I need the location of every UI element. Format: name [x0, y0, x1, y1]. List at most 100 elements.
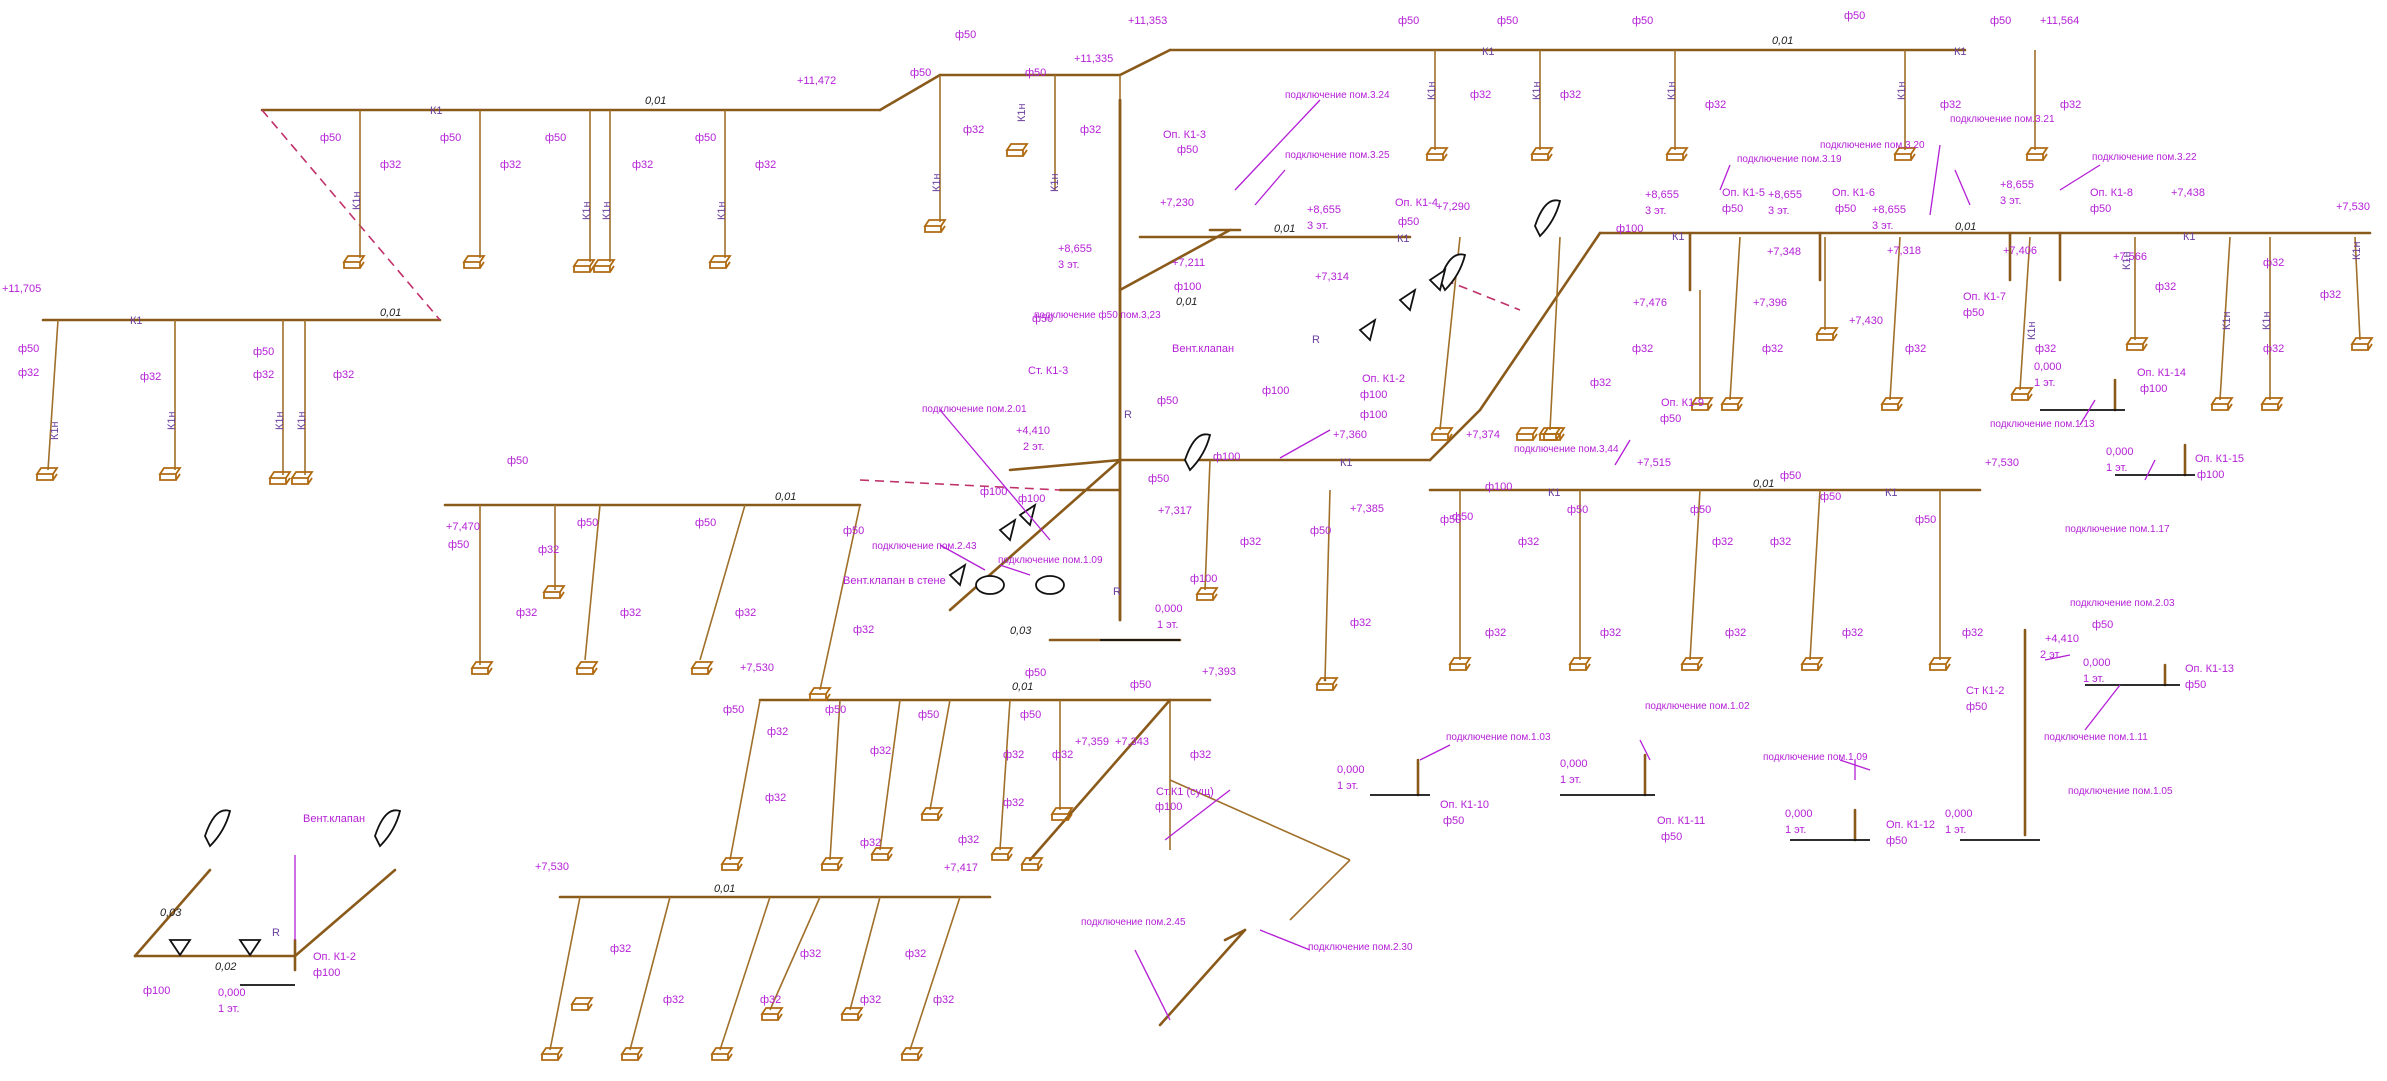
- diameter-label: ф50: [1025, 667, 1046, 679]
- pipe-code: К1н: [581, 201, 593, 220]
- riser-label: Оп. К1-6: [1832, 187, 1875, 199]
- slope-label: 0,01: [714, 883, 735, 895]
- floor-label: 1 эт.: [1785, 824, 1806, 836]
- diameter-label: ф32: [767, 726, 788, 738]
- pipe-code: К1н: [1426, 81, 1438, 100]
- pipe-code: К1н: [49, 421, 61, 440]
- diameter-label: ф100: [1262, 385, 1289, 397]
- diameter-label: ф50: [695, 517, 716, 529]
- diameter-label: ф50: [1660, 413, 1681, 425]
- pipe-code: К1н: [2221, 311, 2233, 330]
- diameter-label: ф100: [1360, 409, 1387, 421]
- elevation-label: +7,566: [2113, 251, 2147, 263]
- elevation-label: +7,359: [1075, 736, 1109, 748]
- main-pipe-left-mid: [443, 503, 862, 691]
- diameter-label: ф50: [440, 132, 461, 144]
- diameter-label: ф50: [1690, 504, 1711, 516]
- elevation-label: +7,530: [535, 861, 569, 873]
- elevation-label: 0,000: [2034, 361, 2062, 373]
- diameter-label: ф32: [1518, 536, 1539, 548]
- pipe-code: К1н: [1531, 81, 1543, 100]
- floor-label: 1 эт.: [1157, 619, 1178, 631]
- annotation-labels: +11,705 +11,472 +11,353 +11,335 +11,564 …: [2, 10, 2370, 1015]
- connection-label: подключение пом.1.05: [2068, 786, 2173, 797]
- diameter-label: ф32: [1190, 749, 1211, 761]
- elevation-label: 0,000: [1945, 808, 1973, 820]
- connection-label: подключение пом.2.03: [2070, 598, 2175, 609]
- elevation-label: +7,374: [1466, 429, 1500, 441]
- diameter-label: ф32: [2320, 289, 2341, 301]
- slope-label: 0,01: [1176, 296, 1197, 308]
- elevation-label: +11,335: [1074, 53, 1113, 65]
- diameter-label: ф50: [2185, 679, 2206, 691]
- diameter-label: ф50: [910, 67, 931, 79]
- vent-label: Вент.клапан: [1172, 343, 1234, 355]
- connection-label: подключение пом.2.45: [1081, 917, 1186, 928]
- diameter-label: ф32: [516, 607, 537, 619]
- diameter-label: ф50: [1148, 473, 1169, 485]
- diameter-label: ф50: [1157, 395, 1178, 407]
- diameter-label: ф100: [1155, 801, 1182, 813]
- pipe-code: К1н: [1896, 81, 1908, 100]
- floor-label: 1 эт.: [2106, 462, 2127, 474]
- elevation-label: +7,343: [1115, 736, 1149, 748]
- elevation-label: 0,000: [1785, 808, 1813, 820]
- diameter-label: ф50: [253, 346, 274, 358]
- r-mark: R: [272, 927, 280, 939]
- riser-label: Оп. К1-2: [313, 951, 356, 963]
- vent-label: Вент.клапан: [303, 813, 365, 825]
- diameter-label: ф32: [1842, 627, 1863, 639]
- diameter-label: ф50: [2092, 619, 2113, 631]
- diameter-label: ф100: [2140, 383, 2167, 395]
- connection-label: подключение пом.3.19: [1737, 154, 1842, 165]
- floor-label: 1 эт.: [1337, 780, 1358, 792]
- connection-label: подключение пом.1.03: [1446, 732, 1551, 743]
- floor-label: 3 эт.: [1645, 205, 1666, 217]
- elevation-label: +7,430: [1849, 315, 1883, 327]
- diameter-label: ф32: [1762, 343, 1783, 355]
- riser-label: Ст.К1 (сущ): [1156, 786, 1214, 798]
- elevation-label: +8,655: [1872, 204, 1906, 216]
- elevation-label: +8,655: [1307, 204, 1341, 216]
- pipe-code: К1н: [1666, 81, 1678, 100]
- diameter-label: ф100: [1174, 281, 1201, 293]
- diameter-label: ф50: [1020, 709, 1041, 721]
- diameter-label: ф32: [1712, 536, 1733, 548]
- floor-label: 3 эт.: [1307, 220, 1328, 232]
- diameter-label: ф32: [1770, 536, 1791, 548]
- diameter-label: ф50: [1177, 144, 1198, 156]
- diameter-label: ф50: [955, 29, 976, 41]
- elevation-label: +8,655: [1645, 189, 1679, 201]
- floor-label: 3 эт.: [1768, 205, 1789, 217]
- diameter-label: ф32: [632, 159, 653, 171]
- diameter-label: ф32: [765, 792, 786, 804]
- riser-label: Оп. К1-13: [2185, 663, 2234, 675]
- pipe-code: К1н: [166, 411, 178, 430]
- elevation-label: +7,393: [1202, 666, 1236, 678]
- diameter-label: ф50: [918, 709, 939, 721]
- pipe-code: К1: [130, 315, 143, 327]
- diameter-label: ф32: [760, 994, 781, 1006]
- elevation-label: +7,290: [1436, 201, 1470, 213]
- diameter-label: ф32: [860, 994, 881, 1006]
- trap-symbols: [36, 143, 2373, 1061]
- diameter-label: ф32: [1003, 797, 1024, 809]
- diameter-label: ф50: [1844, 10, 1865, 22]
- elevation-label: +7,438: [2171, 187, 2205, 199]
- diameter-label: ф32: [663, 994, 684, 1006]
- slope-label: 0,03: [1010, 625, 1032, 637]
- elevation-label: +4,410: [2045, 633, 2079, 645]
- diameter-label: ф100: [1616, 223, 1643, 235]
- diameter-label: ф100: [2197, 469, 2224, 481]
- elevation-label: +7,211: [1172, 257, 1205, 269]
- elevation-label: 0,000: [1155, 603, 1183, 615]
- pipe-code: К1: [1482, 46, 1495, 58]
- connection-label: подключение пом.1.11: [2044, 732, 2148, 743]
- diameter-label: ф100: [1018, 493, 1045, 505]
- pipe-code: К1: [1954, 46, 1967, 58]
- elevation-label: +11,353: [1128, 15, 1167, 27]
- pipe-code: К1н: [274, 411, 286, 430]
- diameter-label: ф32: [1003, 749, 1024, 761]
- slope-label: 0,01: [1274, 223, 1295, 235]
